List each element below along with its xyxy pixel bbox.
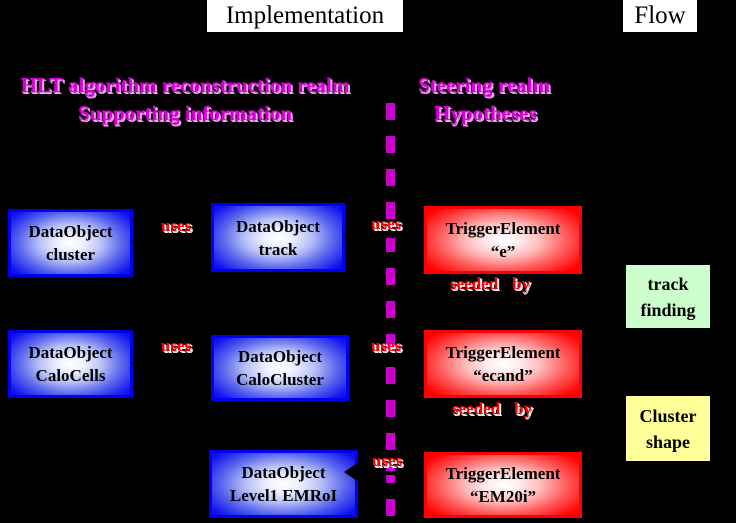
node-dataobject-level1-emroi-line2: Level1 EMRoI: [229, 486, 338, 505]
flow-box-cluster-shape[interactable]: Cluster shape: [626, 396, 710, 461]
node-dataobject-cluster-line1: DataObject: [28, 222, 113, 241]
node-triggerelement-em20i[interactable]: TriggerElement “EM20i”: [424, 452, 582, 518]
node-dataobject-level1-emroi[interactable]: DataObject Level1 EMRoI: [209, 450, 358, 518]
node-triggerelement-ecand-line2: “ecand”: [473, 366, 533, 385]
header-flow: Flow: [623, 0, 697, 32]
node-triggerelement-e[interactable]: TriggerElement “e”: [424, 206, 582, 274]
connector-te-ecand-to-te-em20i: [486, 398, 490, 448]
node-triggerelement-e-line2: “e”: [490, 242, 516, 261]
relation-uses-calocells-calocluster: uses: [161, 336, 192, 355]
flow-box-track-finding[interactable]: track finding: [626, 265, 710, 328]
node-dataobject-calocells[interactable]: DataObject CaloCells: [8, 330, 133, 398]
connector-te-e-to-track: [345, 234, 428, 238]
node-dataobject-calocluster-line1: DataObject: [237, 347, 323, 366]
header-flow-label: Flow: [634, 2, 686, 29]
node-dataobject-calocells-line2: CaloCells: [35, 366, 106, 385]
relation-seeded-label: seeded: [450, 274, 499, 293]
realm-heading-right-line2: Hypotheses: [434, 101, 537, 125]
node-dataobject-calocells-line1: DataObject: [28, 343, 113, 362]
flow-box-cluster-shape-line2: shape: [645, 431, 690, 452]
arrowhead-te-ecand-to-calocluster-icon: [347, 348, 360, 366]
node-dataobject-cluster-line2: cluster: [45, 245, 96, 264]
realm-heading-right-line1: Steering realm: [418, 73, 550, 97]
arrowhead-te-em20i-to-level1-emroi-icon: [344, 461, 360, 483]
connector-calocluster-to-calocells: [133, 362, 213, 366]
connector-track-to-cluster: [133, 241, 211, 245]
relation-by-label-2: by: [514, 399, 533, 418]
flow-box-cluster-shape-line1: Cluster: [639, 405, 697, 426]
realm-heading-left-line1: HLT algorithm reconstruction realm: [20, 73, 350, 97]
relation-seeded-by-ecand-em20i: seeded by: [452, 399, 532, 419]
node-triggerelement-ecand-line1: TriggerElement: [445, 343, 561, 362]
arrowhead-track-to-cluster-icon: [131, 233, 144, 251]
arrowhead-te-e-to-track-icon: [343, 226, 356, 244]
relation-uses-level1-emroi-te-em20i: uses: [372, 451, 403, 470]
node-dataobject-calocluster[interactable]: DataObject CaloCluster: [211, 335, 349, 401]
node-triggerelement-ecand[interactable]: TriggerElement “ecand”: [424, 330, 582, 398]
node-triggerelement-e-line1: TriggerElement: [445, 219, 561, 238]
flow-box-track-finding-line2: finding: [640, 299, 696, 320]
relation-uses-cluster-track: uses: [161, 216, 192, 235]
relation-seeded-label-2: seeded: [452, 399, 501, 418]
connector-te-em20i-to-level1-emroi: [358, 471, 428, 475]
relation-seeded-by-e-ecand: seeded by: [450, 274, 530, 294]
node-dataobject-level1-emroi-line1: DataObject: [241, 463, 326, 482]
connector-te-ecand-to-calocluster: [349, 356, 428, 360]
relation-uses-track-te-e: uses: [371, 214, 402, 233]
node-dataobject-track-line1: DataObject: [235, 216, 321, 236]
realm-heading-left-line2: Supporting information: [77, 101, 293, 125]
node-dataobject-track[interactable]: DataObject track: [211, 203, 345, 272]
header-implementation: Implementation: [207, 0, 403, 32]
node-dataobject-calocluster-line2: CaloCluster: [236, 370, 324, 389]
node-dataobject-cluster[interactable]: DataObject cluster: [8, 209, 133, 277]
relation-uses-calocluster-te-ecand: uses: [371, 336, 402, 355]
node-dataobject-track-line2: track: [258, 239, 298, 259]
connector-te-e-to-te-ecand: [486, 274, 490, 324]
node-triggerelement-em20i-line1: TriggerElement: [445, 464, 561, 483]
arrowhead-calocluster-to-calocells-icon: [131, 354, 144, 372]
node-triggerelement-em20i-line2: “EM20i”: [469, 487, 537, 506]
relation-by-label: by: [512, 274, 531, 293]
realm-divider-dashed-line: [386, 103, 395, 521]
header-implementation-label: Implementation: [225, 2, 385, 29]
flow-box-track-finding-line1: track: [647, 273, 689, 294]
